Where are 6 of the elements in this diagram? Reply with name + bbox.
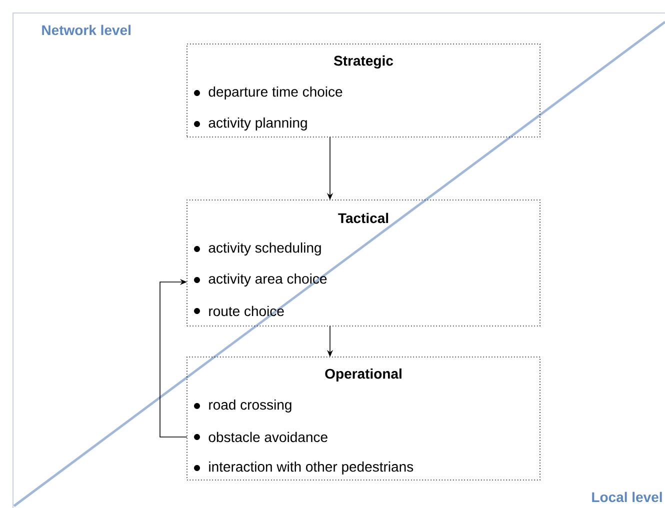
arrow [160,278,188,438]
list-box: Strategic departure time choice activity planning [186,44,540,138]
level-label: Network level [42,24,130,36]
level-label: Local level [592,492,662,502]
list-box: Tactical activity scheduling activity area choice route choice [186,200,540,326]
list-box: Operational road crossing obstacle avoidance interaction with other pedestrians [186,356,540,480]
